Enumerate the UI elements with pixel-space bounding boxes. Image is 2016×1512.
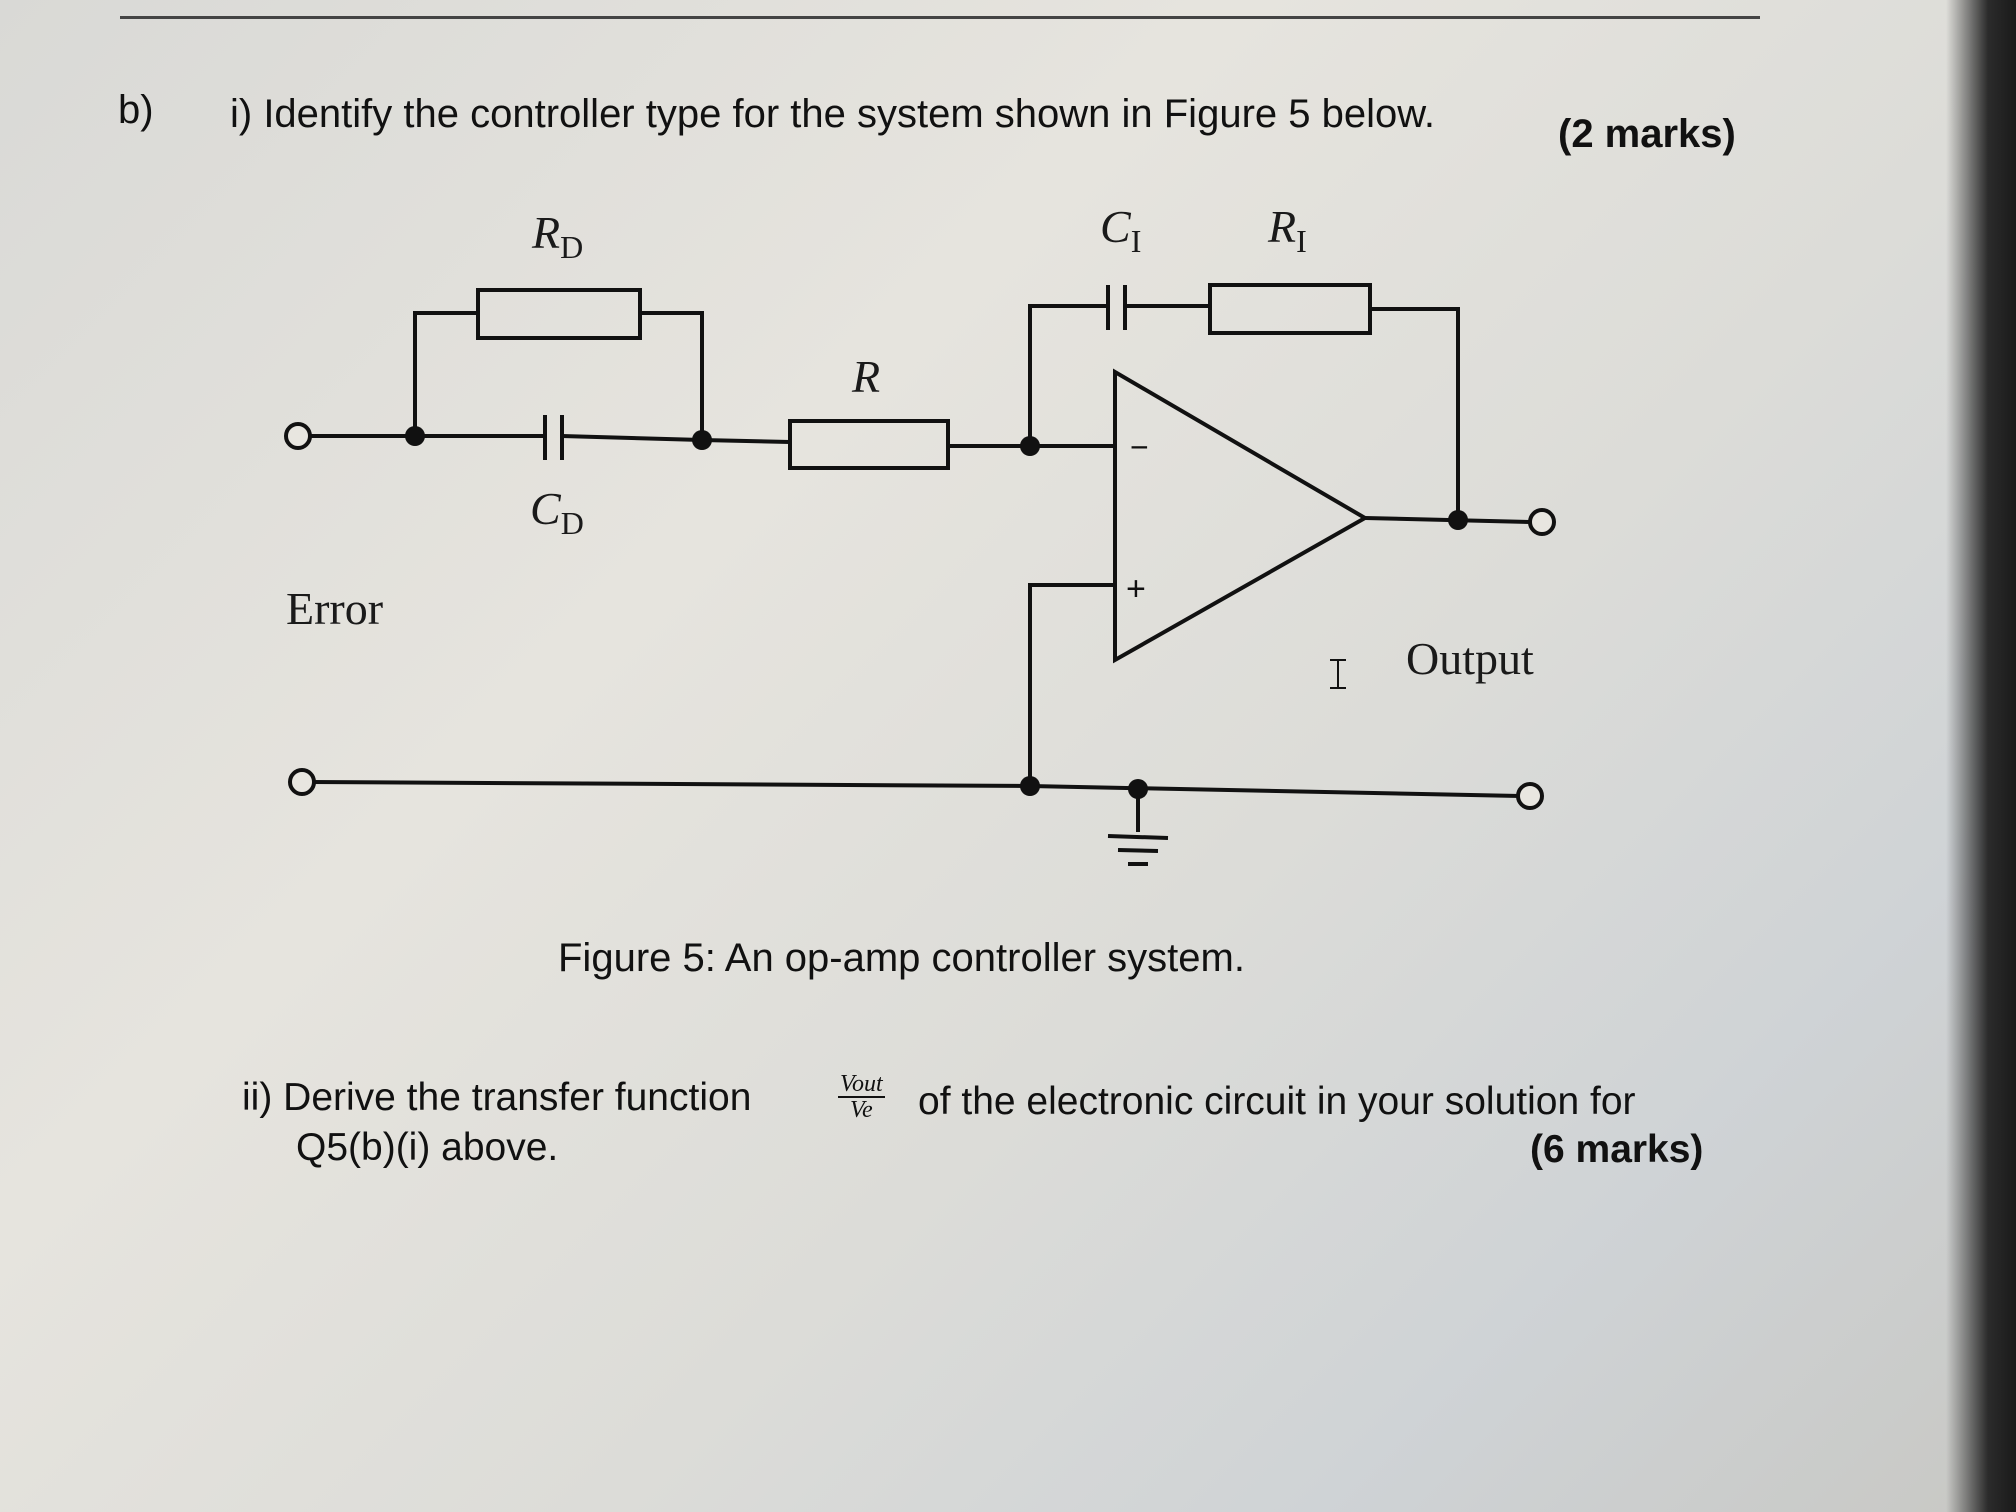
ground-line-2: [1117, 848, 1159, 853]
label-output: Output: [1406, 633, 1534, 684]
question-ii-marks: (6 marks): [1530, 1128, 1704, 1171]
label-r: R: [852, 351, 881, 402]
wire-noninverting-input: [1028, 583, 1115, 786]
question-i-text: i) Identify the controller type for the …: [230, 92, 1436, 136]
junction-2: [692, 430, 712, 450]
wire-rd-left: [413, 311, 478, 436]
resistor-ri: [1208, 283, 1372, 335]
opamp-body: [1113, 368, 1370, 664]
question-ii-line2: Q5(b)(i) above.: [296, 1126, 559, 1169]
junction-6: [1128, 779, 1148, 799]
opamp-minus-sign: −: [1130, 429, 1149, 465]
terminal-output-top: [1528, 508, 1556, 536]
opamp-plus-sign: +: [1126, 570, 1146, 608]
junction-5: [1020, 776, 1040, 796]
fraction-numerator: Vout: [838, 1071, 885, 1098]
part-label: b): [118, 88, 154, 132]
wire-feedback-right: [1370, 307, 1460, 520]
wire-r-left: [701, 438, 791, 444]
question-ii-end: of the electronic circuit in your soluti…: [918, 1080, 1636, 1123]
transfer-fraction: Vout Ve: [838, 1072, 885, 1122]
question-i-marks: (2 marks): [1558, 112, 1736, 156]
question-ii-start: ii) Derive the transfer function: [242, 1076, 752, 1119]
terminal-input-bottom: [288, 768, 316, 796]
wire-bottom-left: [309, 780, 1031, 788]
wire-rd-right: [640, 311, 704, 440]
junction-1: [405, 426, 425, 446]
resistor-r: [788, 419, 950, 470]
terminal-input-top: [284, 422, 312, 450]
resistor-rd: [476, 288, 642, 340]
figure-caption: Figure 5: An op-amp controller system.: [558, 936, 1245, 980]
wire-output: [1364, 516, 1531, 524]
label-error: Error: [286, 583, 384, 634]
junction-4: [1448, 510, 1468, 530]
ground-line-1: [1107, 834, 1169, 840]
monitor-edge: [1946, 0, 2016, 1512]
label-ci: CI: [1100, 201, 1142, 259]
junction-3: [1020, 436, 1040, 456]
label-rd: RD: [532, 207, 584, 265]
wire-cd-right: [561, 434, 703, 442]
terminal-output-bottom: [1516, 782, 1544, 810]
fraction-denominator: Ve: [850, 1097, 873, 1123]
top-rule: [120, 16, 1760, 19]
label-ri: RI: [1268, 201, 1307, 259]
label-cd: CD: [530, 483, 584, 541]
wire-feedback-left: [1028, 304, 1108, 446]
wire-bottom-right: [1029, 784, 1521, 798]
